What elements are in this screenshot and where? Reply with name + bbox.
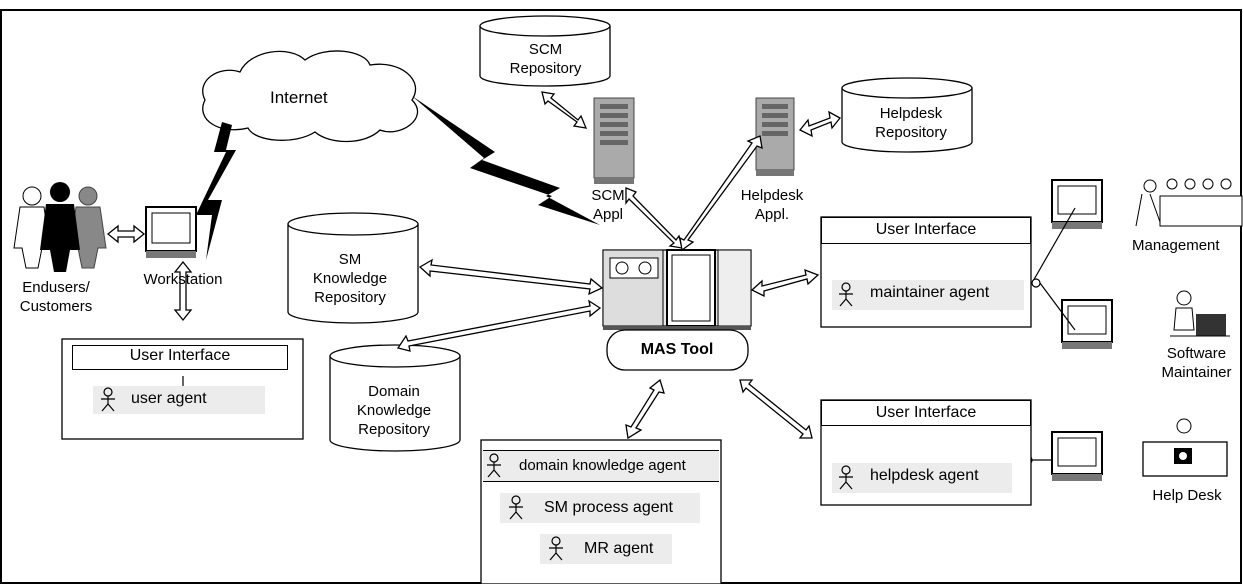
arrow-helpdesk-server-repo: [798, 110, 841, 138]
sm-process-agent-icon: [509, 495, 523, 520]
workstation-label: Workstation: [143, 271, 223, 288]
arrow-sm-repo-mas: [418, 258, 604, 296]
user-agent-label: user agent: [131, 390, 207, 407]
scm-server-icon: [593, 97, 635, 184]
helpdesk-agent-label: helpdesk agent: [870, 467, 979, 484]
maintainer-agent-label: maintainer agent: [870, 284, 990, 301]
endusers-label: Endusers/ Customers: [19, 279, 93, 315]
software-maintainer-monitor-icon: [1061, 299, 1113, 349]
arrow-mas-helpdesk-ui: [739, 379, 813, 439]
sm-process-agent-box: SM process agent: [500, 493, 700, 523]
user-agent-box: user agent: [93, 386, 265, 414]
management-label: Management: [1132, 237, 1220, 254]
help-desk-person-icon: [1142, 418, 1228, 477]
helpdesk-appl-label: Helpdesk Appl.: [740, 187, 804, 223]
domain-knowledge-agent-box: domain knowledge agent: [483, 450, 719, 482]
helpdesk-server-icon: [755, 97, 795, 176]
arrow-helpdesk-appl-mas: [679, 135, 763, 252]
software-maintainer-person-icon: [1170, 290, 1230, 337]
domain-knowledge-agent-label: domain knowledge agent: [519, 457, 686, 474]
lightning-bolt-left: [196, 122, 236, 260]
mr-agent-icon: [549, 536, 563, 561]
scm-repository-label: SCM Repository: [509, 41, 582, 77]
sm-knowledge-repository-label: SM Knowledge Repository: [312, 251, 388, 306]
mas-tool-machine-icon: [602, 249, 752, 330]
user-interface-maintainer-title: User Interface: [821, 217, 1031, 244]
internet-cloud: [202, 50, 419, 143]
helpdesk-agent-icon: [839, 465, 853, 490]
sm-process-agent-label: SM process agent: [544, 499, 673, 516]
arrow-scm-appl-mas: [625, 187, 683, 249]
management-monitor-icon: [1051, 179, 1103, 229]
helpdesk-repository-label: Helpdesk Repository: [875, 105, 947, 141]
mr-agent-box: MR agent: [540, 534, 672, 564]
maintainer-agent-box: maintainer agent: [832, 280, 1024, 310]
domain-knowledge-repository-label: Domain Knowledge Repository: [356, 383, 432, 438]
software-maintainer-label: Software Maintainer: [1161, 345, 1232, 381]
help-desk-label: Help Desk: [1152, 487, 1222, 504]
help-desk-monitor-icon: [1051, 431, 1103, 481]
arrow-workstation-ui: [173, 260, 193, 322]
internet-label: Internet: [270, 88, 328, 107]
scm-appl-label: SCM Appl: [591, 187, 625, 223]
domain-knowledge-repository-cylinder: [329, 344, 461, 452]
helpdesk-agent-box: helpdesk agent: [832, 463, 1012, 493]
sm-knowledge-repository-cylinder: [287, 212, 419, 324]
endusers-icon: [13, 182, 107, 272]
helpdesk-repository-cylinder: [841, 77, 973, 153]
arrow-scm-repo-appl: [541, 91, 588, 129]
arrow-mas-agents: [625, 378, 665, 440]
arrow-domain-repo-mas: [396, 299, 602, 352]
mas-tool-box: [606, 329, 749, 371]
mas-tool-label: MAS Tool: [640, 341, 714, 358]
maintainer-agent-icon: [839, 282, 853, 307]
user-interface-left-title: User Interface: [72, 345, 288, 370]
management-people-icon: [1135, 178, 1243, 227]
user-interface-helpdesk-title: User Interface: [821, 400, 1031, 426]
scm-repository-cylinder: [479, 15, 611, 87]
user-agent-icon: [101, 387, 115, 412]
workstation-monitor-icon: [145, 206, 197, 258]
arrow-mas-maintainer-ui: [750, 268, 820, 298]
mr-agent-label: MR agent: [584, 540, 654, 557]
arrow-endusers-workstation: [106, 224, 146, 244]
domain-knowledge-agent-icon: [487, 453, 501, 478]
lightning-bolt-right: [412, 96, 600, 225]
